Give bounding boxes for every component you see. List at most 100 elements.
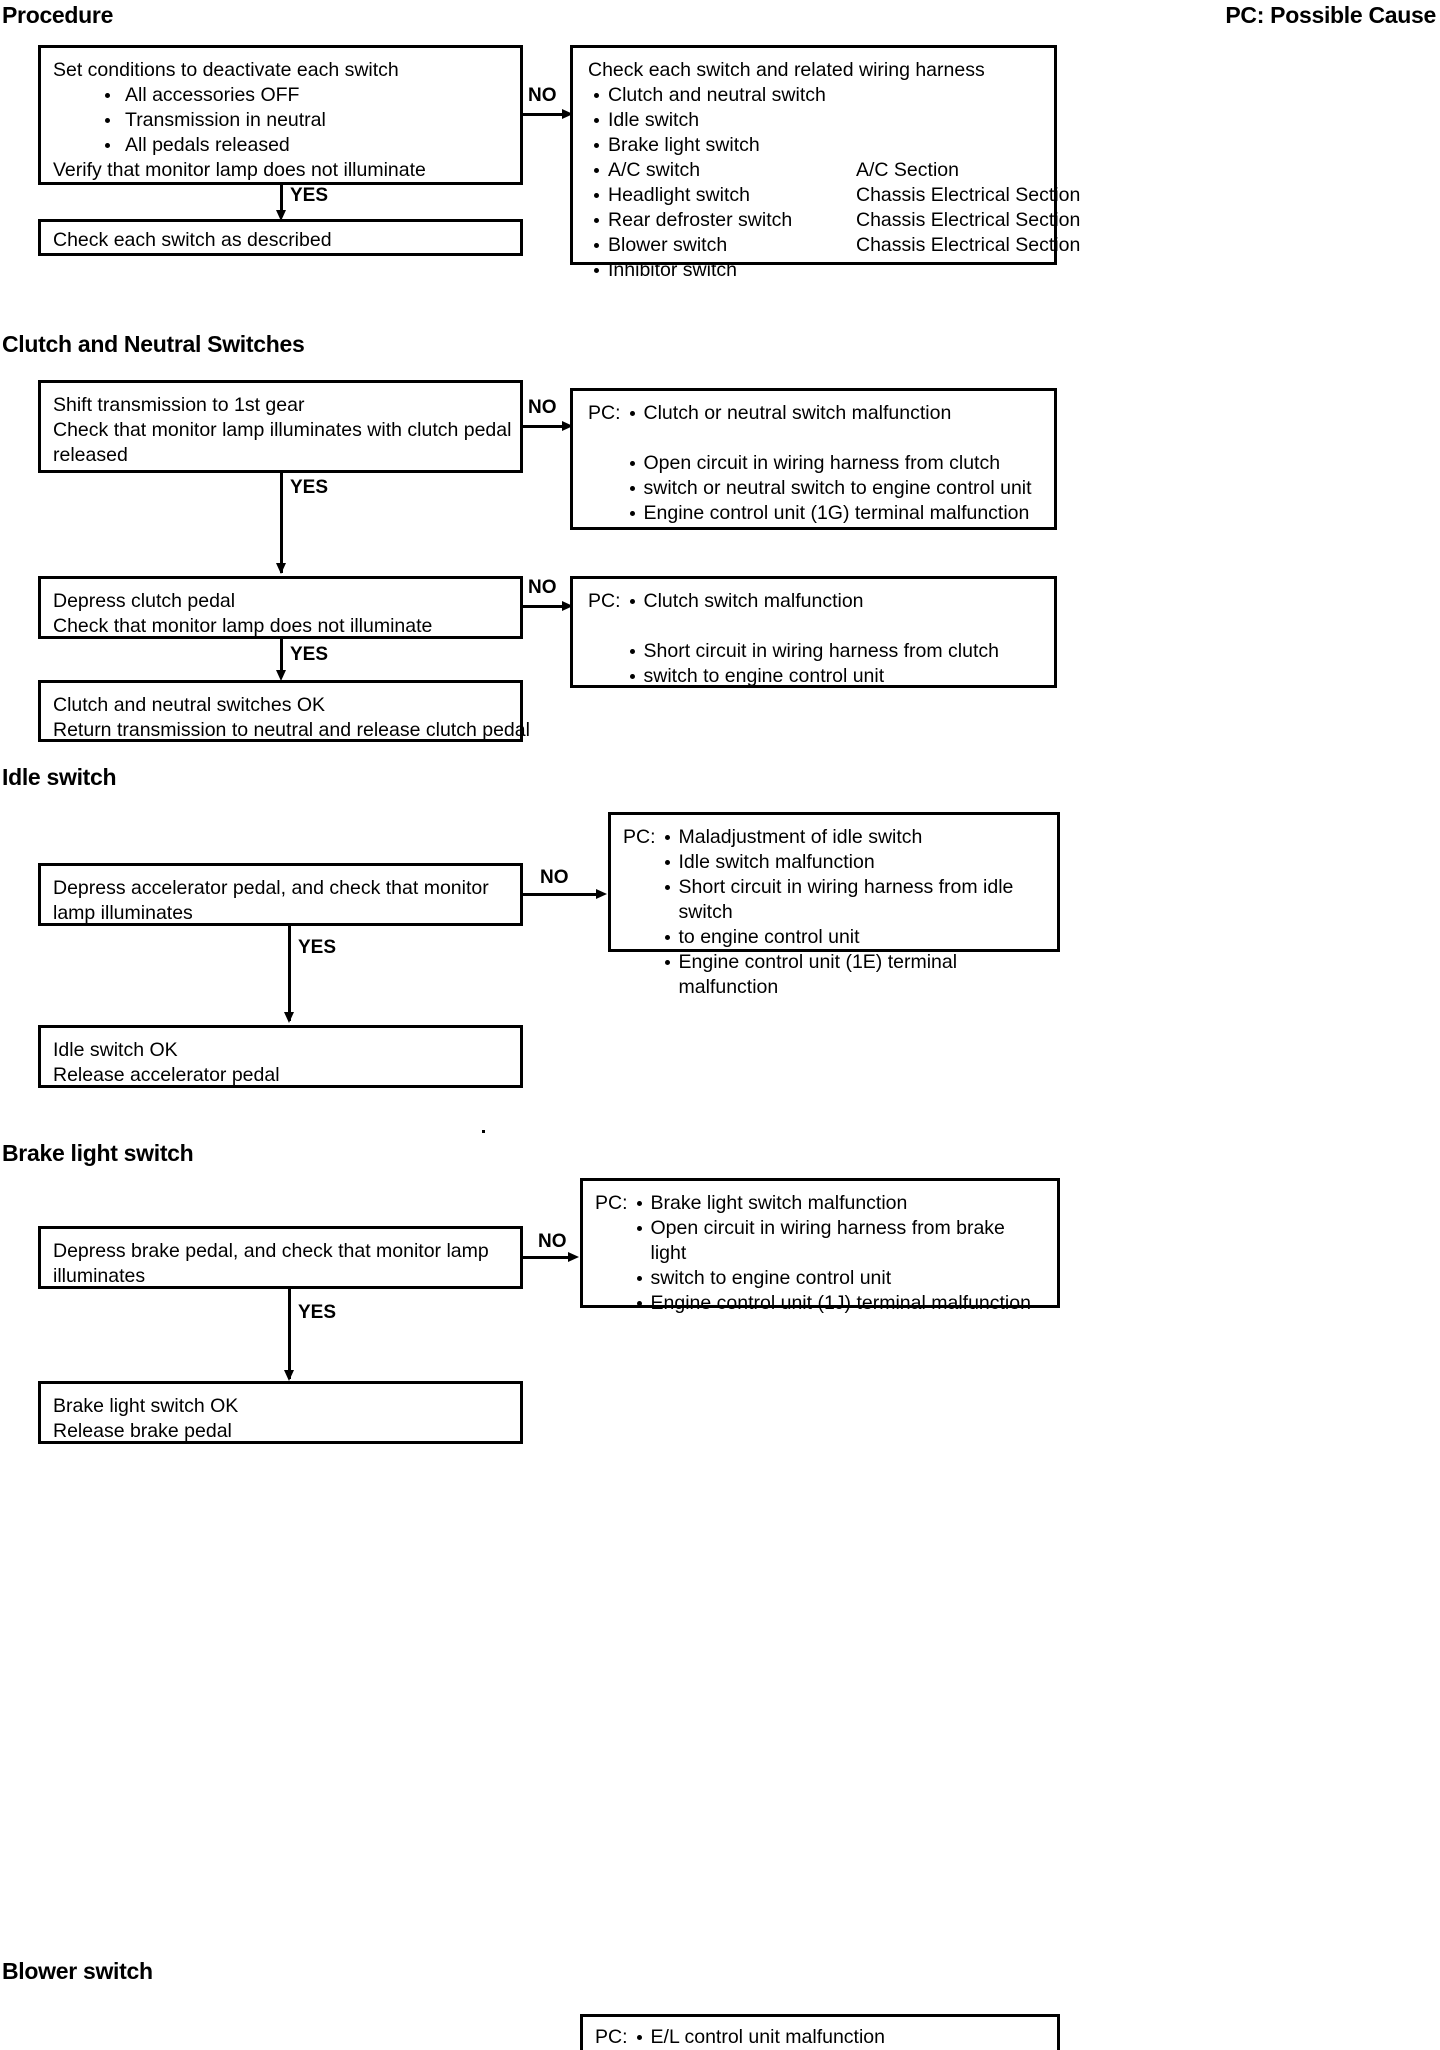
branch-label-no: NO <box>538 1231 567 1252</box>
list-item-continuation: switch or neutral switch to engine contr… <box>629 476 1042 501</box>
connector-procedure-yes-arrow <box>276 210 286 221</box>
branch-label-yes: YES <box>290 477 329 498</box>
list-item-continuation: to engine control unit <box>664 925 1045 950</box>
idle-step-box: Depress accelerator pedal, and check tha… <box>38 863 523 926</box>
procedure-start-box: Set conditions to deactivate each switch… <box>38 45 523 185</box>
pc-label: PC: <box>595 1192 628 1214</box>
branch-label-no: NO <box>528 85 557 106</box>
procedure-pc-box: Check each switch and related wiring har… <box>570 45 1080 281</box>
list-item: Brake light switch malfunction <box>636 1191 1045 1216</box>
clutch-step1-pc-box: PC: Clutch or neutral switch malfunction… <box>570 388 1057 530</box>
list-item: Open circuit in wiring harness from brak… <box>636 1216 1045 1266</box>
section-heading-idle: Idle switch <box>2 764 117 790</box>
idle-ok-line2: Release accelerator pedal <box>53 1064 280 1086</box>
stray-mark <box>482 1130 485 1133</box>
section-heading-clutch: Clutch and Neutral Switches <box>2 331 305 357</box>
clutch-step2-line2: Check that monitor lamp does not illumin… <box>53 615 433 637</box>
list-item: Open circuit in wiring harness from clut… <box>629 451 1042 476</box>
connector-idle-no-line <box>523 893 601 896</box>
brake-ok-box: Brake light switch OK Release brake peda… <box>38 1381 523 1444</box>
branch-label-yes: YES <box>290 644 329 665</box>
connector-brake-yes-arrow <box>284 1370 294 1381</box>
legend-possible-cause: PC: Possible Cause <box>1225 2 1436 28</box>
list-item: Maladjustment of idle switch <box>664 825 1045 850</box>
list-item: Clutch and neutral switch <box>588 83 1042 108</box>
list-item: Inhibitor switch <box>588 258 1042 283</box>
clutch-step1-pc-list: Clutch or neutral switch malfunction Ope… <box>629 401 1042 526</box>
clutch-step1-line3: released <box>53 444 128 466</box>
pc-label: PC: <box>588 402 621 424</box>
brake-step-line2: illuminates <box>53 1265 146 1287</box>
branch-label-no: NO <box>540 867 569 888</box>
connector-idle-no-arrow <box>596 889 607 899</box>
list-item: E/L control unit malfunction <box>636 2025 1045 2050</box>
connector-brake-yes-line <box>288 1289 291 1379</box>
list-item-continuation: switch to engine control unit <box>629 664 1042 689</box>
list-item: Clutch or neutral switch malfunction <box>629 401 1042 426</box>
branch-label-yes: YES <box>290 185 329 206</box>
list-item: Short circuit in wiring harness from idl… <box>664 875 1045 925</box>
connector-clutch1-yes-arrow <box>276 563 286 574</box>
procedure-start-bullets: All accessories OFF Transmission in neut… <box>53 83 508 158</box>
list-item: All accessories OFF <box>53 83 508 108</box>
procedure-pc-title: Check each switch and related wiring har… <box>588 59 985 81</box>
list-item: Transmission in neutral <box>53 108 508 133</box>
branch-label-yes: YES <box>298 1302 337 1323</box>
list-item: Idle switch <box>588 108 1042 133</box>
connector-idle-yes-line <box>288 926 291 1021</box>
connector-clutch2-no-line <box>523 605 567 608</box>
idle-ok-box: Idle switch OK Release accelerator pedal <box>38 1025 523 1088</box>
clutch-ok-line1: Clutch and neutral switches OK <box>53 694 326 716</box>
connector-procedure-yes-line <box>280 185 283 217</box>
idle-pc-list: Maladjustment of idle switch Idle switch… <box>664 825 1045 1000</box>
idle-pc-box: PC: Maladjustment of idle switch Idle sw… <box>608 812 1060 998</box>
connector-clutch1-no-line <box>523 425 567 428</box>
branch-label-yes: YES <box>298 937 337 958</box>
procedure-ok-line1: Check each switch as described <box>53 229 332 251</box>
connector-clutch2-yes-line <box>280 639 283 677</box>
list-item-continuation: switch to engine control unit <box>636 1266 1045 1291</box>
brake-step-line1: Depress brake pedal, and check that moni… <box>53 1240 489 1262</box>
clutch-step2-box: Depress clutch pedal Check that monitor … <box>38 576 523 639</box>
list-item: Engine control unit (1G) terminal malfun… <box>629 501 1042 526</box>
section-heading-brake: Brake light switch <box>2 1140 194 1166</box>
idle-step-line1: Depress accelerator pedal, and check tha… <box>53 877 489 899</box>
connector-clutch1-yes-line <box>280 473 283 573</box>
pc-label: PC: <box>623 826 656 848</box>
list-item: Idle switch malfunction <box>664 850 1045 875</box>
connector-brake-no-arrow <box>568 1252 579 1262</box>
clutch-step2-line1: Depress clutch pedal <box>53 590 236 612</box>
clutch-step2-pc-list: Clutch switch malfunction Short circuit … <box>629 589 1042 689</box>
list-item: Engine control unit (1E) terminal malfun… <box>664 950 1045 1000</box>
connector-clutch2-yes-arrow <box>276 670 286 681</box>
procedure-ok-box: Check each switch as described <box>38 219 523 256</box>
idle-step-line2: lamp illuminates <box>53 902 193 924</box>
list-item: All pedals released <box>53 133 508 158</box>
clutch-ok-box: Clutch and neutral switches OK Return tr… <box>38 680 530 742</box>
brake-step-box: Depress brake pedal, and check that moni… <box>38 1226 523 1289</box>
connector-procedure-no-line <box>523 113 567 116</box>
list-item: Brake light switch <box>588 133 1042 158</box>
brake-pc-list: Brake light switch malfunction Open circ… <box>636 1191 1045 1316</box>
clutch-step1-line1: Shift transmission to 1st gear <box>53 394 305 416</box>
branch-label-no: NO <box>528 577 557 598</box>
connector-clutch2-no-arrow <box>562 601 573 611</box>
section-heading-blower: Blower switch <box>2 1958 153 1984</box>
connector-brake-no-line <box>523 1256 573 1259</box>
idle-ok-line1: Idle switch OK <box>53 1039 178 1061</box>
list-item: Clutch switch malfunction <box>629 589 1042 614</box>
branch-label-no: NO <box>528 397 557 418</box>
procedure-start-line2: Verify that monitor lamp does not illumi… <box>53 159 426 181</box>
clutch-step1-line2: Check that monitor lamp illuminates with… <box>53 419 512 441</box>
procedure-start-line1: Set conditions to deactivate each switch <box>53 59 399 81</box>
section-heading-procedure: Procedure <box>2 2 114 28</box>
brake-ok-line2: Release brake pedal <box>53 1420 232 1442</box>
blower-pc-list: E/L control unit malfunction <box>636 2025 1045 2050</box>
pc-label: PC: <box>588 590 621 612</box>
connector-idle-yes-arrow <box>284 1012 294 1023</box>
